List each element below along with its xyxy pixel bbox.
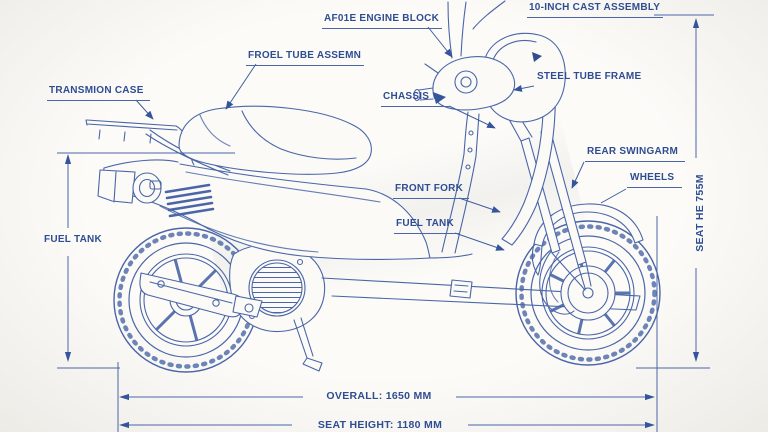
dim-label-seat-height-right: SEAT HE 755M <box>694 174 707 252</box>
kickstand <box>293 317 323 372</box>
rear-swingarm-muffler <box>139 272 263 318</box>
label-transmission-case: TRANSMION CASE <box>47 85 150 101</box>
leader-wheels <box>600 188 627 204</box>
leader-rear-swingarm <box>571 161 585 189</box>
leader-front-fork <box>458 197 501 213</box>
leader-lines <box>135 26 627 251</box>
label-steel-tube-frame: STEEL TUBE FRAME <box>537 71 642 82</box>
dimension-lines <box>57 14 714 432</box>
label-front-fork: FRONT FORK <box>393 183 470 199</box>
label-fuel-tank-center: FUEL TANK <box>394 218 460 234</box>
brake-cable <box>539 249 575 315</box>
label-chassis: CHASSIS <box>381 91 450 107</box>
body-panel <box>97 159 431 260</box>
leader-fuel-tank <box>454 232 505 251</box>
dim-label-overall: OVERALL: 1650 MM <box>326 390 432 403</box>
leader-transmission-case <box>135 99 154 120</box>
seat <box>178 105 372 175</box>
inner-shield <box>427 111 480 259</box>
label-engine-block: AF01E ENGINE BLOCK <box>322 13 443 29</box>
front-wheel <box>515 220 661 366</box>
leader-steel-tube-frame <box>513 85 535 92</box>
label-fuel-tank-left: FUEL TANK <box>44 234 102 245</box>
label-front-tube-assembly: FROEL TUBE ASSEMN <box>246 50 365 66</box>
label-wheels: WHEELS <box>627 172 683 188</box>
chassis-arrow-icon <box>433 92 446 104</box>
leader-chassis <box>448 105 496 129</box>
underbone-beam <box>321 277 641 311</box>
leader-engine-block <box>427 26 453 58</box>
handlebar-console <box>413 56 516 111</box>
label-rear-swingarm: REAR SWINGARM <box>585 146 686 162</box>
label-cast-assembly: 10-INCH CAST ASSEMBLY <box>527 2 664 18</box>
dim-label-seat-height: SEAT HEIGHT: 1180 MM <box>317 419 443 432</box>
leader-front-tube <box>225 63 257 110</box>
extension-lines <box>117 216 658 432</box>
body-vents <box>164 183 215 218</box>
